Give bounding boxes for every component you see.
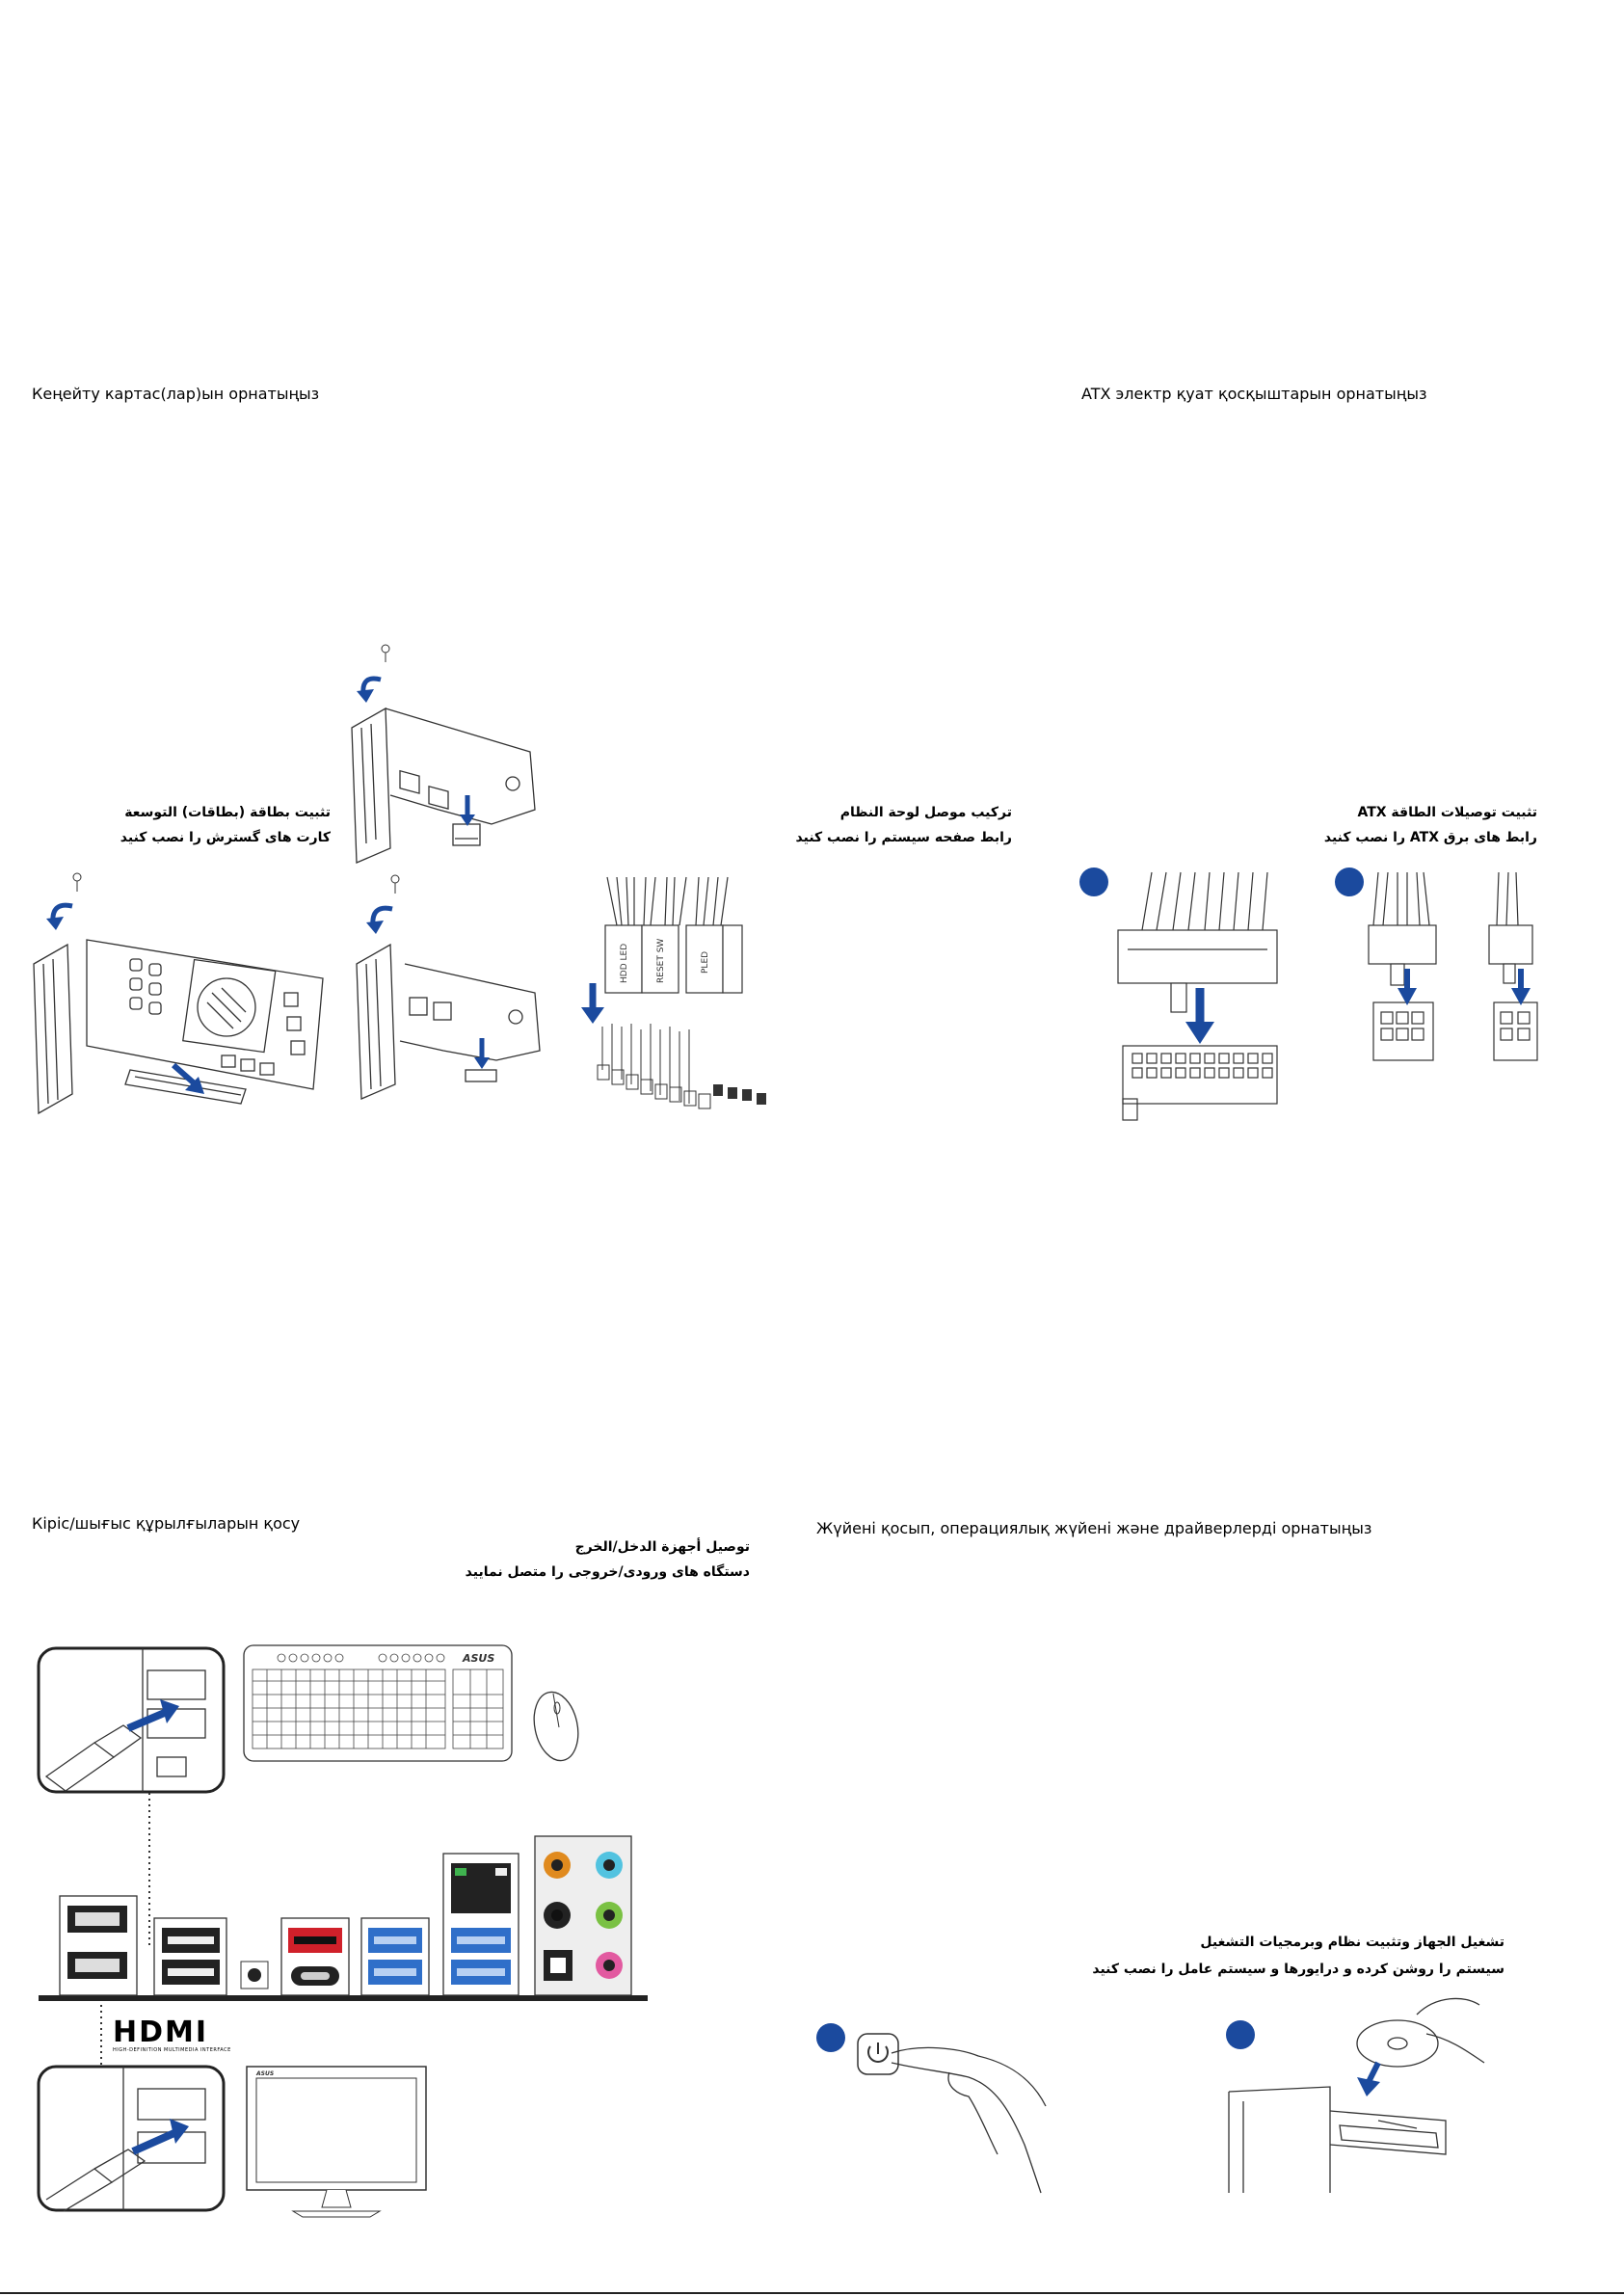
pcie-x1-card-illustration	[351, 644, 536, 864]
atx-heading: ATX электр қуат қосқыштарын орнатыңыз	[1081, 385, 1427, 403]
pin-label-hdd-led: HDD LED	[620, 944, 629, 983]
atx-title-fa: رابط های برق ATX را نصب کنید	[1323, 830, 1537, 845]
panel-title-fa: رابط صفحه سیستم را نصب کنید	[795, 830, 1012, 845]
power-icon	[867, 2045, 889, 2063]
hdmi-callout-illustration	[37, 2065, 226, 2212]
expansion-title-fa: کارت های گسترش را نصب کنید	[120, 830, 331, 845]
hdmi-logo: HDMI	[113, 2016, 209, 2049]
atx-24pin-illustration	[1117, 871, 1278, 1121]
disc-install-illustration	[1228, 1997, 1485, 2193]
pin-label-reset-sw: RESET SW	[656, 939, 666, 983]
atx-step-2-badge	[1335, 868, 1364, 896]
monitor-illustration: ASUS	[246, 2066, 427, 2218]
atx-step-1-badge	[1079, 868, 1108, 896]
power-button-illustration	[857, 2033, 1047, 2194]
mouse-illustration	[533, 1691, 579, 1762]
graphics-card-illustration	[33, 872, 324, 1115]
atx-title-ar: تثبيت توصيلات الطاقة ATX	[1357, 805, 1537, 820]
boot-heading: Жүйені қосып, операциялық жүйені және др…	[816, 1519, 1372, 1537]
pcie-card-illustration	[356, 874, 541, 1100]
io-title-ar: توصيل أجهزة الدخل/الخرج	[574, 1539, 750, 1555]
atx-8pin-illustration	[1368, 871, 1538, 1061]
rear-io-panel-illustration	[39, 1835, 648, 2001]
expansion-heading: Кеңейту картас(лар)ын орнатыңыз	[32, 385, 320, 403]
boot-title-ar: تشغيل الجهاز وتثبيت نظام وبرمجيات التشغي…	[1200, 1935, 1504, 1950]
boot-step-2-badge	[1226, 2020, 1255, 2049]
io-heading: Кіріс/шығыс құрылғыларын қосу	[32, 1514, 301, 1533]
keyboard-brand: ASUS	[462, 1652, 494, 1665]
hdmi-tagline: HIGH-DEFINITION MULTIMEDIA INTERFACE	[113, 2047, 231, 2053]
keyboard-illustration: ASUS	[243, 1644, 513, 1762]
panel-title-ar: تركيب موصل لوحة النظام	[839, 805, 1012, 820]
monitor-brand: ASUS	[255, 2070, 274, 2077]
panel-connector-illustration: HDD LED RESET SW PLED	[581, 876, 766, 1109]
boot-step-1-badge	[816, 2023, 845, 2052]
usb-callout-illustration	[37, 1646, 226, 1794]
usb-dotted-line	[148, 1793, 150, 1947]
boot-title-fa: سیستم را روشن کرده و درایورها و سیستم عا…	[1092, 1962, 1504, 1977]
expansion-title-ar: تثبيت بطاقة (بطاقات) التوسعة	[124, 805, 331, 820]
io-title-fa: دستگاه های ورودی/خروجی را متصل نمایید	[465, 1564, 750, 1580]
footer-rule	[0, 2292, 1624, 2294]
pin-label-pled: PLED	[701, 951, 710, 974]
